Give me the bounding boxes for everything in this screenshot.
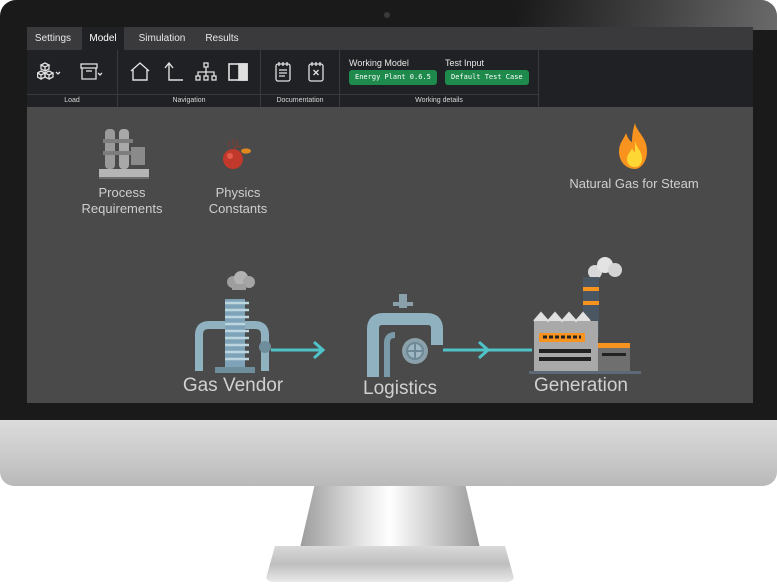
panel-layout-icon[interactable] bbox=[226, 60, 250, 84]
home-icon[interactable] bbox=[128, 60, 152, 84]
clear-notes-icon[interactable] bbox=[304, 60, 328, 84]
menu-bar: Settings Model Simulation Results bbox=[27, 27, 753, 50]
process-requirements-label: Process Requirements bbox=[81, 185, 163, 216]
up-arrow-icon[interactable] bbox=[161, 60, 185, 84]
generation-factory-icon[interactable] bbox=[529, 257, 641, 374]
gas-vendor-icon[interactable] bbox=[195, 271, 271, 373]
monitor-chin bbox=[0, 420, 777, 486]
tab-results[interactable]: Results bbox=[205, 33, 239, 44]
archive-box-icon[interactable] bbox=[79, 60, 103, 84]
process-flow-diagram bbox=[195, 257, 641, 377]
monitor-bezel: Settings Model Simulation Results bbox=[0, 0, 777, 420]
logistics-pipe-icon[interactable] bbox=[367, 294, 443, 377]
apple-physics-icon[interactable] bbox=[219, 137, 253, 173]
tab-model[interactable]: Model bbox=[82, 27, 124, 50]
working-model-badge[interactable]: Energy Plant 0.6.5 bbox=[349, 70, 437, 85]
test-input-badge[interactable]: Default Test Case bbox=[445, 70, 529, 85]
group-label-load: Load bbox=[27, 94, 117, 107]
webcam bbox=[384, 12, 390, 18]
monitor-stand-neck bbox=[300, 486, 480, 548]
ribbon-group-load: Load bbox=[27, 50, 118, 107]
flow-arrow-vendor-logistics bbox=[271, 340, 326, 360]
model-canvas: Process Requirements Physics Constants bbox=[27, 107, 753, 403]
fire-icon[interactable] bbox=[613, 121, 657, 171]
natural-gas-label: Natural Gas for Steam bbox=[569, 176, 699, 191]
ribbon-toolbar: Load bbox=[27, 50, 753, 107]
physics-constants-label: Physics Constants bbox=[208, 185, 268, 216]
generation-label: Generation bbox=[533, 375, 628, 396]
logistics-label: Logistics bbox=[363, 378, 437, 399]
gas-vendor-label: Gas Vendor bbox=[182, 375, 284, 396]
working-model-label: Working Model bbox=[349, 58, 409, 68]
app-screen: Settings Model Simulation Results bbox=[27, 27, 753, 403]
process-requirements-icon[interactable] bbox=[97, 125, 153, 181]
group-label-documentation: Documentation bbox=[261, 94, 339, 107]
test-input-label: Test Input bbox=[445, 58, 485, 68]
ribbon-group-documentation: Documentation bbox=[261, 50, 340, 107]
flow-arrow-logistics-generation bbox=[443, 340, 532, 360]
cubes-icon[interactable] bbox=[36, 60, 61, 84]
monitor-stand-foot bbox=[265, 546, 515, 582]
group-label-working-details: Working details bbox=[340, 94, 538, 107]
hierarchy-icon[interactable] bbox=[194, 60, 218, 84]
bezel-glare bbox=[517, 0, 777, 30]
ribbon-group-working-details: Working Model Energy Plant 0.6.5 Test In… bbox=[340, 50, 539, 107]
notes-icon[interactable] bbox=[271, 60, 295, 84]
group-label-navigation: Navigation bbox=[118, 94, 260, 107]
tab-settings[interactable]: Settings bbox=[34, 33, 72, 44]
tab-simulation[interactable]: Simulation bbox=[138, 33, 186, 44]
ribbon-group-navigation: Navigation bbox=[118, 50, 261, 107]
